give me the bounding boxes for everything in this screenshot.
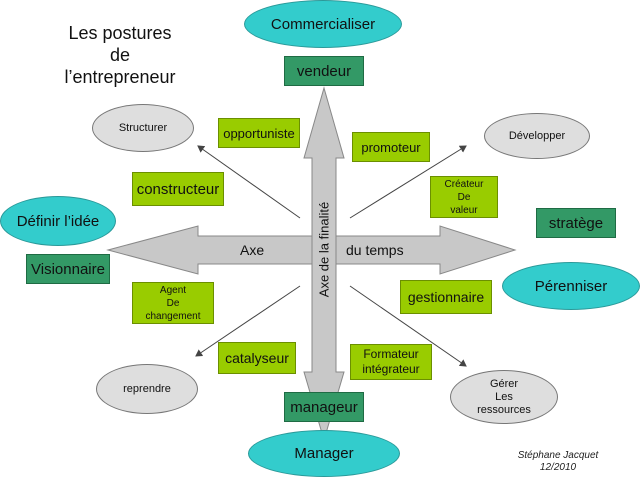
vertical-axis-label: Axe de la finalité [316, 201, 332, 298]
arrow-bottom-left [195, 285, 301, 357]
role-stratege: stratège [536, 208, 616, 238]
gerer-line-3: ressources [477, 403, 531, 416]
role-visionnaire: Visionnaire [26, 254, 110, 284]
diag-reprendre: reprendre [96, 364, 198, 414]
createur-line-2: De [457, 191, 471, 203]
role-formateur-integrateur: Formateur intégrateur [350, 344, 432, 380]
createur-line-1: Créateur [444, 178, 484, 190]
title-line-3: l’entrepreneur [64, 67, 176, 87]
role-constructeur: constructeur [132, 172, 224, 206]
title-line-2: de [109, 45, 131, 65]
role-createur-valeur: Créateur De valeur [430, 176, 498, 218]
agent-line-2: De [166, 297, 180, 309]
page-title: Les postures de l’entrepreneur [40, 22, 200, 88]
role-gestionnaire: gestionnaire [400, 280, 492, 314]
formateur-line-2: intégrateur [362, 362, 420, 376]
gerer-line-2: Les [495, 390, 513, 403]
role-promoteur: promoteur [352, 132, 430, 162]
diag-developper: Développer [484, 113, 590, 159]
pole-definir-idee: Définir l’idée [0, 196, 116, 246]
horizontal-axis-label-right: du temps [346, 242, 404, 258]
title-line-1: Les postures [68, 23, 172, 43]
arrow-top-right [349, 145, 467, 219]
role-vendeur: vendeur [284, 56, 364, 86]
pole-commercialiser: Commercialiser [244, 0, 402, 48]
signature: Stéphane Jacquet 12/2010 [498, 450, 618, 474]
role-agent-changement: Agent De changement [132, 282, 214, 324]
createur-line-3: valeur [450, 204, 478, 216]
role-catalyseur: catalyseur [218, 342, 296, 374]
diag-gerer-ressources: Gérer Les ressources [450, 370, 558, 424]
horizontal-axis-label-left: Axe [240, 242, 265, 258]
gerer-line-1: Gérer [489, 377, 519, 390]
arrow-top-left [197, 145, 301, 219]
formateur-line-1: Formateur [363, 347, 419, 361]
pole-perenniser: Pérenniser [502, 262, 640, 310]
diag-structurer: Structurer [92, 104, 194, 152]
role-opportuniste: opportuniste [218, 118, 300, 148]
agent-line-3: changement [145, 310, 201, 322]
signature-date: 12/2010 [539, 462, 577, 473]
pole-manager: Manager [248, 430, 400, 477]
agent-line-1: Agent [159, 284, 187, 296]
arrow-bottom-right [349, 285, 467, 367]
signature-name: Stéphane Jacquet [517, 450, 599, 461]
role-manageur: manageur [284, 392, 364, 422]
